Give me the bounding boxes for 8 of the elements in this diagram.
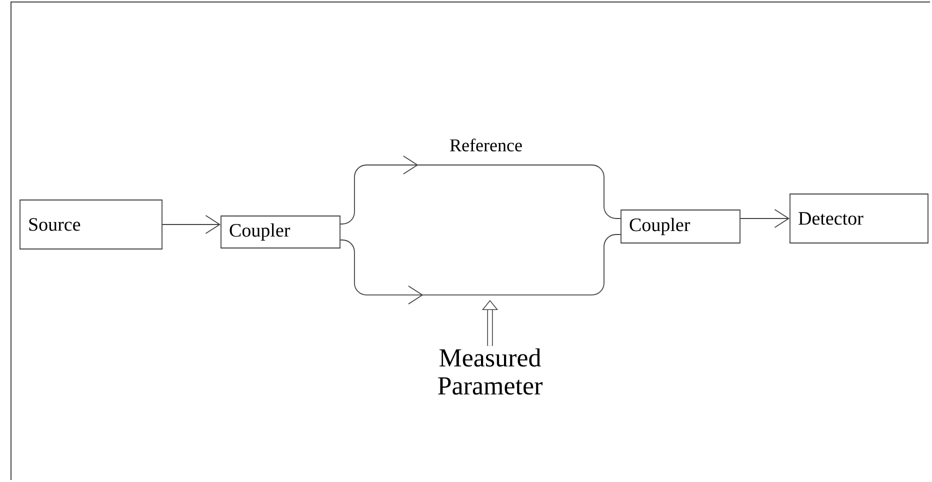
block-box: Source xyxy=(20,200,162,250)
arrow xyxy=(740,209,790,228)
arrow xyxy=(162,215,221,234)
block-box: Coupler xyxy=(220,216,340,248)
parameter-label: Measured Parameter xyxy=(438,348,542,395)
block-box: Detector xyxy=(790,194,928,244)
edge-label: Reference xyxy=(450,138,522,152)
block-box: Coupler xyxy=(620,210,740,244)
